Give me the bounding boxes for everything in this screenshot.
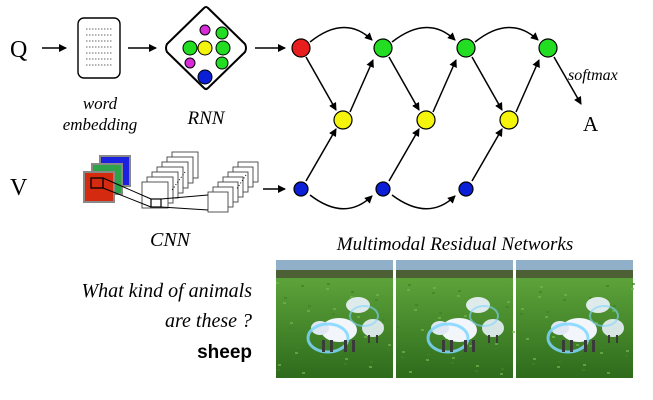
rnn-unit [199,24,211,36]
softmax-label: softmax [568,67,618,84]
mrn-nodes [291,38,558,197]
question-input-label: Q [10,37,27,63]
rnn-unit [182,40,198,56]
rnn-unit [197,40,213,56]
cnn-label: CNN [150,229,192,251]
hidden-node [456,38,476,58]
cnn-feature-maps [141,151,259,213]
rnn-label: RNN [187,108,226,129]
question-node [291,38,311,58]
mrn-edges [305,26,582,210]
visual-node [293,181,309,197]
example-answer: sheep [197,342,252,363]
hidden-node [538,38,558,58]
word-embedding-icon [77,17,121,79]
rnn-unit [215,40,231,56]
mrn-title: Multimodal Residual Networks [336,234,573,255]
joint-node [333,110,353,130]
cnn-conv-lines [102,171,247,211]
rnn-unit [197,69,213,85]
rnn-block [165,6,247,90]
word-embedding-label-line2: embedding [63,115,138,134]
example-question-line1: What kind of animals [81,280,252,302]
attention-map-2 [396,260,515,378]
rnn-unit [184,57,196,69]
rnn-unit [215,56,229,70]
visual-node [458,181,474,197]
word-embedding-label-line1: word [83,94,118,113]
joint-node [499,110,519,130]
cnn-input-image-stack [83,155,131,203]
hidden-node [373,38,393,58]
attention-map-panels [276,260,635,378]
visual-input-label: V [10,175,28,201]
example-question-line2: are these ? [165,310,252,332]
attention-map-3 [516,260,635,378]
joint-node [416,110,436,130]
answer-output-label: A [583,112,599,136]
visual-node [375,181,391,197]
rnn-unit [215,26,229,40]
attention-map-1 [276,260,393,378]
